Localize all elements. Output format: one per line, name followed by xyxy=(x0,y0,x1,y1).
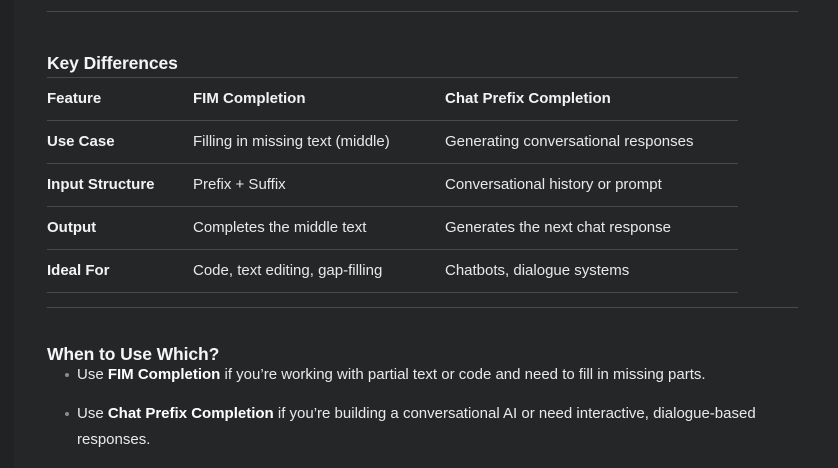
table-rule-1 xyxy=(47,163,738,164)
list-item: Use FIM Completion if you’re working wit… xyxy=(0,362,838,388)
table-rule-3 xyxy=(47,249,738,250)
bullet-dot-icon xyxy=(65,373,69,377)
table-cell-fim: Filling in missing text (middle) xyxy=(193,133,390,150)
table-cell-feature: Ideal For xyxy=(47,262,110,279)
table-cell-feature: Use Case xyxy=(47,133,115,150)
table-header-cell-fim-completion: FIM Completion xyxy=(193,90,306,107)
bullet-dot-icon xyxy=(65,412,69,416)
table-cell-feature: Output xyxy=(47,219,97,236)
table-rule-header xyxy=(47,120,738,121)
page-section-heading-when-to-use: When to Use Which? xyxy=(47,343,220,364)
when-to-use-list: Use FIM Completion if you’re working wit… xyxy=(0,362,838,466)
table-header-row: Feature FIM Completion Chat Prefix Compl… xyxy=(0,77,838,120)
table-row: Ideal For Code, text editing, gap-fillin… xyxy=(0,249,838,292)
table-cell-feature: Input Structure xyxy=(47,176,155,193)
table-cell-fim: Completes the middle text xyxy=(193,219,367,236)
page-section-heading-key-differences: Key Differences xyxy=(47,52,178,73)
table-rule-2 xyxy=(47,206,738,207)
table-cell-chat: Generates the next chat response xyxy=(445,219,671,236)
list-item-suffix: if you’re working with partial text or c… xyxy=(220,366,706,383)
table-row: Use Case Filling in missing text (middle… xyxy=(0,120,838,163)
table-rule-top xyxy=(47,77,738,78)
section-divider-top xyxy=(47,11,798,12)
table-cell-fim: Code, text editing, gap-filling xyxy=(193,262,383,279)
table-row: Output Completes the middle text Generat… xyxy=(0,206,838,249)
section-divider-bottom xyxy=(47,307,798,308)
list-item-prefix: Use xyxy=(77,405,108,422)
table-cell-chat: Conversational history or prompt xyxy=(445,176,662,193)
list-item-suffix: if you’re building a conversational AI o… xyxy=(77,405,756,448)
list-item-prefix: Use xyxy=(77,366,108,383)
table-cell-chat: Chatbots, dialogue systems xyxy=(445,262,630,279)
table-header-cell-feature: Feature xyxy=(47,90,102,107)
table-cell-fim: Prefix + Suffix xyxy=(193,176,286,193)
list-item-strong: Chat Prefix Completion xyxy=(107,405,274,422)
table-header-cell-chat-prefix-completion: Chat Prefix Completion xyxy=(445,90,611,107)
table-rule-bottom xyxy=(47,292,738,293)
table-row: Input Structure Prefix + Suffix Conversa… xyxy=(0,163,838,206)
list-item: Use Chat Prefix Completion if you’re bui… xyxy=(0,401,838,453)
left-gutter xyxy=(0,0,14,468)
table-cell-chat: Generating conversational responses xyxy=(445,133,694,150)
list-item-strong: FIM Completion xyxy=(107,366,221,383)
